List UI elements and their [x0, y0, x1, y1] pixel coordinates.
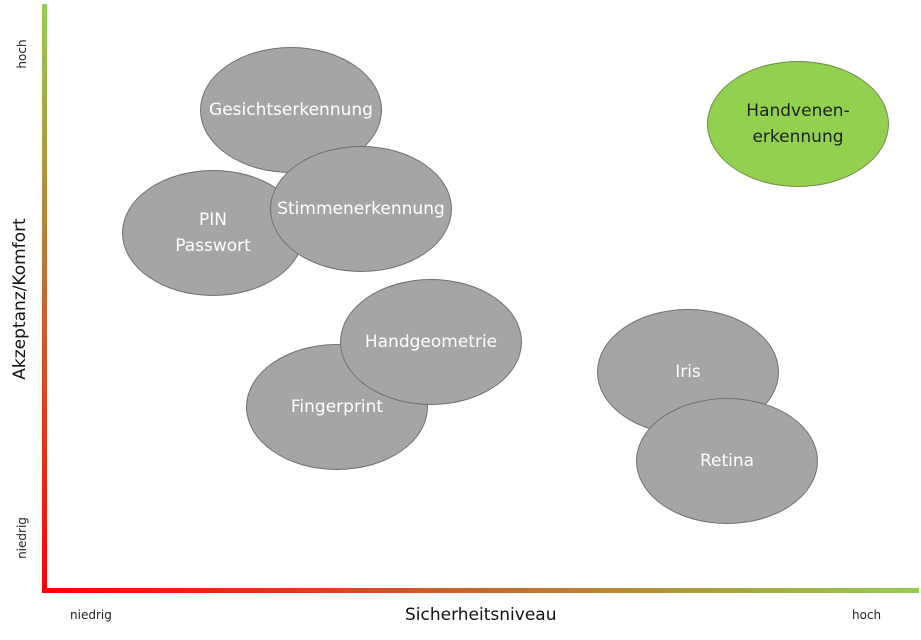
bubble-label: Iris: [675, 362, 701, 382]
y-axis-high-label: hoch: [15, 39, 29, 69]
bubble-label: Handgeometrie: [364, 332, 498, 352]
bubble-retina: Retina: [636, 398, 818, 524]
y-axis-line: [42, 4, 47, 593]
x-axis-title: Sicherheitsniveau: [405, 605, 557, 625]
x-axis-high-label: hoch: [852, 608, 882, 622]
bubble-fingerprint: Fingerprint: [246, 344, 428, 470]
bubble-handvenen-erkennung: Handvenen- erkennung: [707, 61, 889, 187]
y-axis-low-label: niedrig: [15, 517, 29, 559]
bubble-label: Fingerprint: [290, 397, 384, 417]
y-axis-title: Akzeptanz/Komfort: [10, 218, 30, 380]
x-axis-line: [42, 588, 919, 593]
bubble-label: Handvenen- erkennung: [746, 101, 850, 147]
bubble-handgeometrie: Handgeometrie: [340, 279, 522, 405]
bubble-label: PIN Passwort: [175, 210, 251, 256]
bubble-stimmenerkennung: Stimmenerkennung: [270, 146, 452, 272]
bubble-label: Gesichtserkennung: [209, 100, 373, 120]
bubble-label: Stimmenerkennung: [277, 199, 445, 219]
bubble-label: Retina: [699, 451, 755, 471]
x-axis-low-label: niedrig: [70, 608, 112, 622]
